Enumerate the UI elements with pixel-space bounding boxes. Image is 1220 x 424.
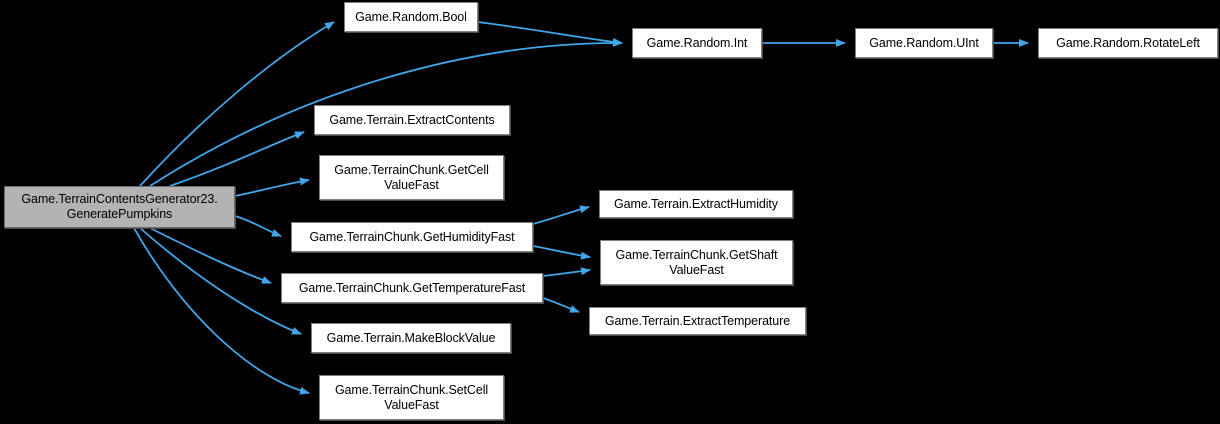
edge-chunk-gethumidityfast-to-terrain-extracthumidity (532, 205, 590, 225)
node-chunk-gettemperaturefast[interactable]: Game.TerrainChunk.GetTemperatureFast (281, 273, 543, 303)
edge-generate-pumpkins-to-random-bool (139, 21, 335, 187)
edge-chunk-gettemperaturefast-to-terrain-extracttemperature (542, 297, 580, 313)
edge-generate-pumpkins-to-chunk-setcellvaluefast (133, 227, 310, 395)
node-chunk-gethumidityfast[interactable]: Game.TerrainChunk.GetHumidityFast (291, 222, 533, 252)
edge-generate-pumpkins-to-terrain-makeblockvalue (139, 227, 302, 335)
node-chunk-getshaftvaluefast[interactable]: Game.TerrainChunk.GetShaft ValueFast (600, 240, 793, 285)
edge-random-bool-to-random-int (477, 21, 623, 46)
node-random-bool[interactable]: Game.Random.Bool (344, 2, 478, 32)
edge-generate-pumpkins-to-chunk-gethumidityfast (234, 215, 282, 237)
node-random-int[interactable]: Game.Random.Int (632, 28, 762, 58)
node-generate-pumpkins[interactable]: Game.TerrainContentsGenerator23. Generat… (4, 186, 235, 228)
edge-chunk-gettemperaturefast-to-chunk-getshaftvaluefast (542, 267, 591, 277)
edge-chunk-gethumidityfast-to-chunk-getshaftvaluefast (532, 245, 591, 260)
node-chunk-getcellvaluefast[interactable]: Game.TerrainChunk.GetCell ValueFast (319, 155, 504, 200)
node-chunk-setcellvaluefast[interactable]: Game.TerrainChunk.SetCell ValueFast (319, 375, 504, 420)
node-random-uint[interactable]: Game.Random.UInt (855, 28, 993, 58)
node-terrain-extracttemperature[interactable]: Game.Terrain.ExtractTemperature (589, 307, 806, 335)
edge-generate-pumpkins-to-terrain-extractcontents (169, 131, 305, 187)
node-random-rotateleft[interactable]: Game.Random.RotateLeft (1038, 28, 1218, 58)
edge-generate-pumpkins-to-chunk-gettemperaturefast (149, 227, 272, 284)
node-terrain-extractcontents[interactable]: Game.Terrain.ExtractContents (314, 105, 510, 135)
node-terrain-extracthumidity[interactable]: Game.Terrain.ExtractHumidity (599, 190, 793, 218)
node-terrain-makeblockvalue[interactable]: Game.Terrain.MakeBlockValue (311, 323, 511, 353)
edge-generate-pumpkins-to-chunk-getcellvaluefast (234, 177, 310, 197)
